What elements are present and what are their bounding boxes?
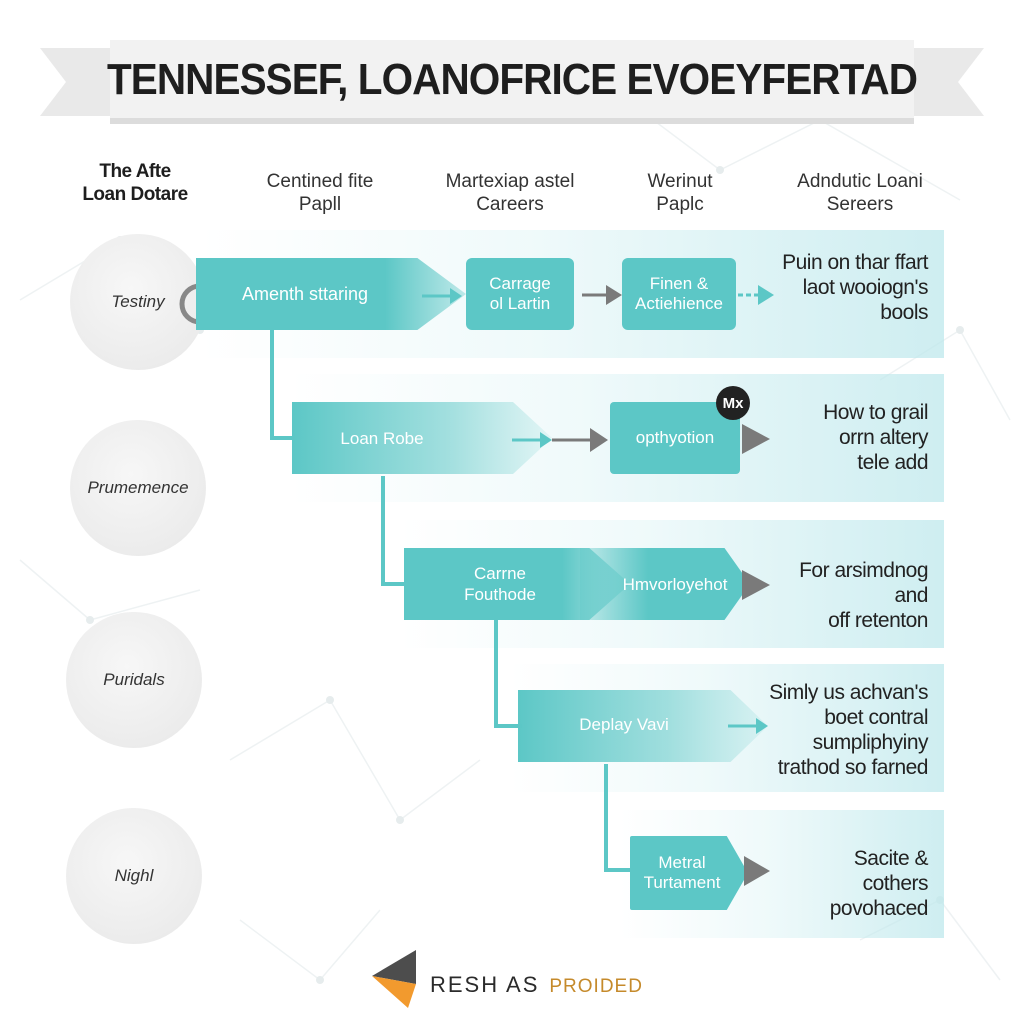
- step-line: Carrne: [474, 564, 526, 583]
- row3-box-label: Hmvorloyehot: [622, 575, 728, 594]
- brand-suffix: PROIDED: [549, 976, 643, 997]
- box-line: Carrage: [489, 274, 551, 293]
- arrow-right-icon: [512, 432, 552, 448]
- stage-column-header: The Afte Loan Dotare: [80, 160, 190, 206]
- arrow-right-icon: [742, 570, 770, 600]
- brand-name: RESH AS: [430, 972, 540, 997]
- stage-label: Nighl: [114, 866, 154, 885]
- header-line: Papll: [298, 194, 342, 215]
- row2-description: How to grail orrn altery tele add: [760, 400, 928, 475]
- box-line: opthyotion: [635, 428, 715, 447]
- step-label: Amenth sttaring: [242, 283, 369, 304]
- connector-line: [270, 330, 274, 440]
- arrow-right-icon: [728, 718, 768, 734]
- box-line: Finen &: [649, 274, 709, 293]
- header-line: Paplc: [656, 194, 704, 215]
- box-line: Actiehience: [635, 294, 723, 313]
- connector-line: [604, 764, 608, 872]
- title-ribbon: [40, 40, 984, 124]
- row4-main-step: [518, 690, 768, 762]
- arrow-right-icon: [552, 428, 608, 452]
- arrow-right-icon: [744, 856, 770, 886]
- header-line: Sereers: [826, 194, 894, 215]
- desc-line: trathod so farned: [777, 756, 929, 779]
- desc-line: cothers: [862, 872, 929, 895]
- row1-box-2: Finen &Actiehience: [622, 258, 736, 330]
- stage-circle-4: Nighl: [66, 808, 202, 944]
- connector-line: [270, 436, 294, 440]
- desc-line: Sacite &: [853, 847, 929, 870]
- step-line: Metral: [658, 853, 706, 872]
- header-line: The Afte: [99, 161, 171, 182]
- step-line: Turtament: [643, 873, 721, 892]
- box-line: ol Lartin: [489, 294, 551, 313]
- logo-mark-icon: [372, 950, 416, 1008]
- footer-brand: RESH AS PROIDED: [430, 972, 643, 998]
- desc-line: sumpliphyiny: [812, 731, 929, 754]
- row3-step-label: Carrne Fouthode: [420, 563, 580, 605]
- stage-circle-3: Puridals: [66, 612, 202, 748]
- stage-label: Prumemence: [87, 478, 189, 497]
- page-title: TENNESSEF, LOANOFRICE EVOEYFERTAD: [106, 55, 918, 104]
- header-line: Martexiap astel: [445, 171, 575, 192]
- row5-description: Sacite & cothers povohaced: [790, 846, 929, 921]
- desc-line: For arsimdnog and: [799, 559, 928, 607]
- column-header-3: Werinut Paplc: [625, 170, 735, 216]
- desc-line: boet contral: [824, 706, 928, 729]
- desc-line: bools: [880, 301, 928, 324]
- desc-line: Puin on thar ffart: [782, 251, 928, 274]
- column-header-4: Adndutic Loani Sereers: [780, 170, 940, 216]
- stage-circle-2: Prumemence: [70, 420, 206, 556]
- connector-line: [604, 868, 632, 872]
- row4-description: Simly us achvan's boet contral sumpliphy…: [760, 680, 928, 780]
- row1-description: Puin on thar ffart laot wooiogn's bools: [740, 250, 928, 325]
- desc-line: orrn altery: [838, 426, 929, 449]
- connector-line: [381, 476, 385, 586]
- column-header-1: Centined fite Papll: [250, 170, 390, 216]
- connector-line: [494, 724, 522, 728]
- row2-box-1: opthyotion: [610, 402, 740, 474]
- desc-line: laot wooiogn's: [802, 276, 929, 299]
- row1-main-step: Amenth sttaring: [196, 258, 466, 330]
- stage-label: Testiny: [111, 292, 165, 311]
- stage-label: Puridals: [103, 670, 165, 689]
- header-line: Adndutic Loani: [797, 171, 923, 192]
- desc-line: How to grail: [823, 401, 928, 424]
- arrow-right-icon: [738, 285, 774, 305]
- arrow-right-icon: [582, 285, 622, 305]
- desc-line: povohaced: [829, 897, 929, 920]
- header-line: Careers: [476, 194, 544, 215]
- header-line: Loan Dotare: [82, 184, 188, 205]
- arrow-right-icon: [742, 424, 770, 454]
- desc-line: Simly us achvan's: [769, 681, 928, 704]
- row3-description: For arsimdnog and off retenton: [770, 558, 928, 633]
- row3-box-1: [580, 548, 750, 620]
- row2-main-step: [292, 402, 552, 474]
- header-line: Werinut: [647, 171, 713, 192]
- header-line: Centined fite: [266, 171, 374, 192]
- desc-line: off retenton: [828, 609, 928, 632]
- step-line: Fouthode: [464, 585, 536, 604]
- column-header-2: Martexiap astel Careers: [430, 170, 590, 216]
- connector-line: [381, 582, 409, 586]
- arrow-right-icon: [422, 288, 462, 304]
- connector-line: [494, 620, 498, 728]
- mx-badge: Mx: [716, 386, 750, 420]
- desc-line: tele add: [857, 451, 928, 474]
- row4-step-label: Deplay Vavi: [579, 715, 669, 734]
- row2-step-label: Loan Robe: [340, 429, 424, 448]
